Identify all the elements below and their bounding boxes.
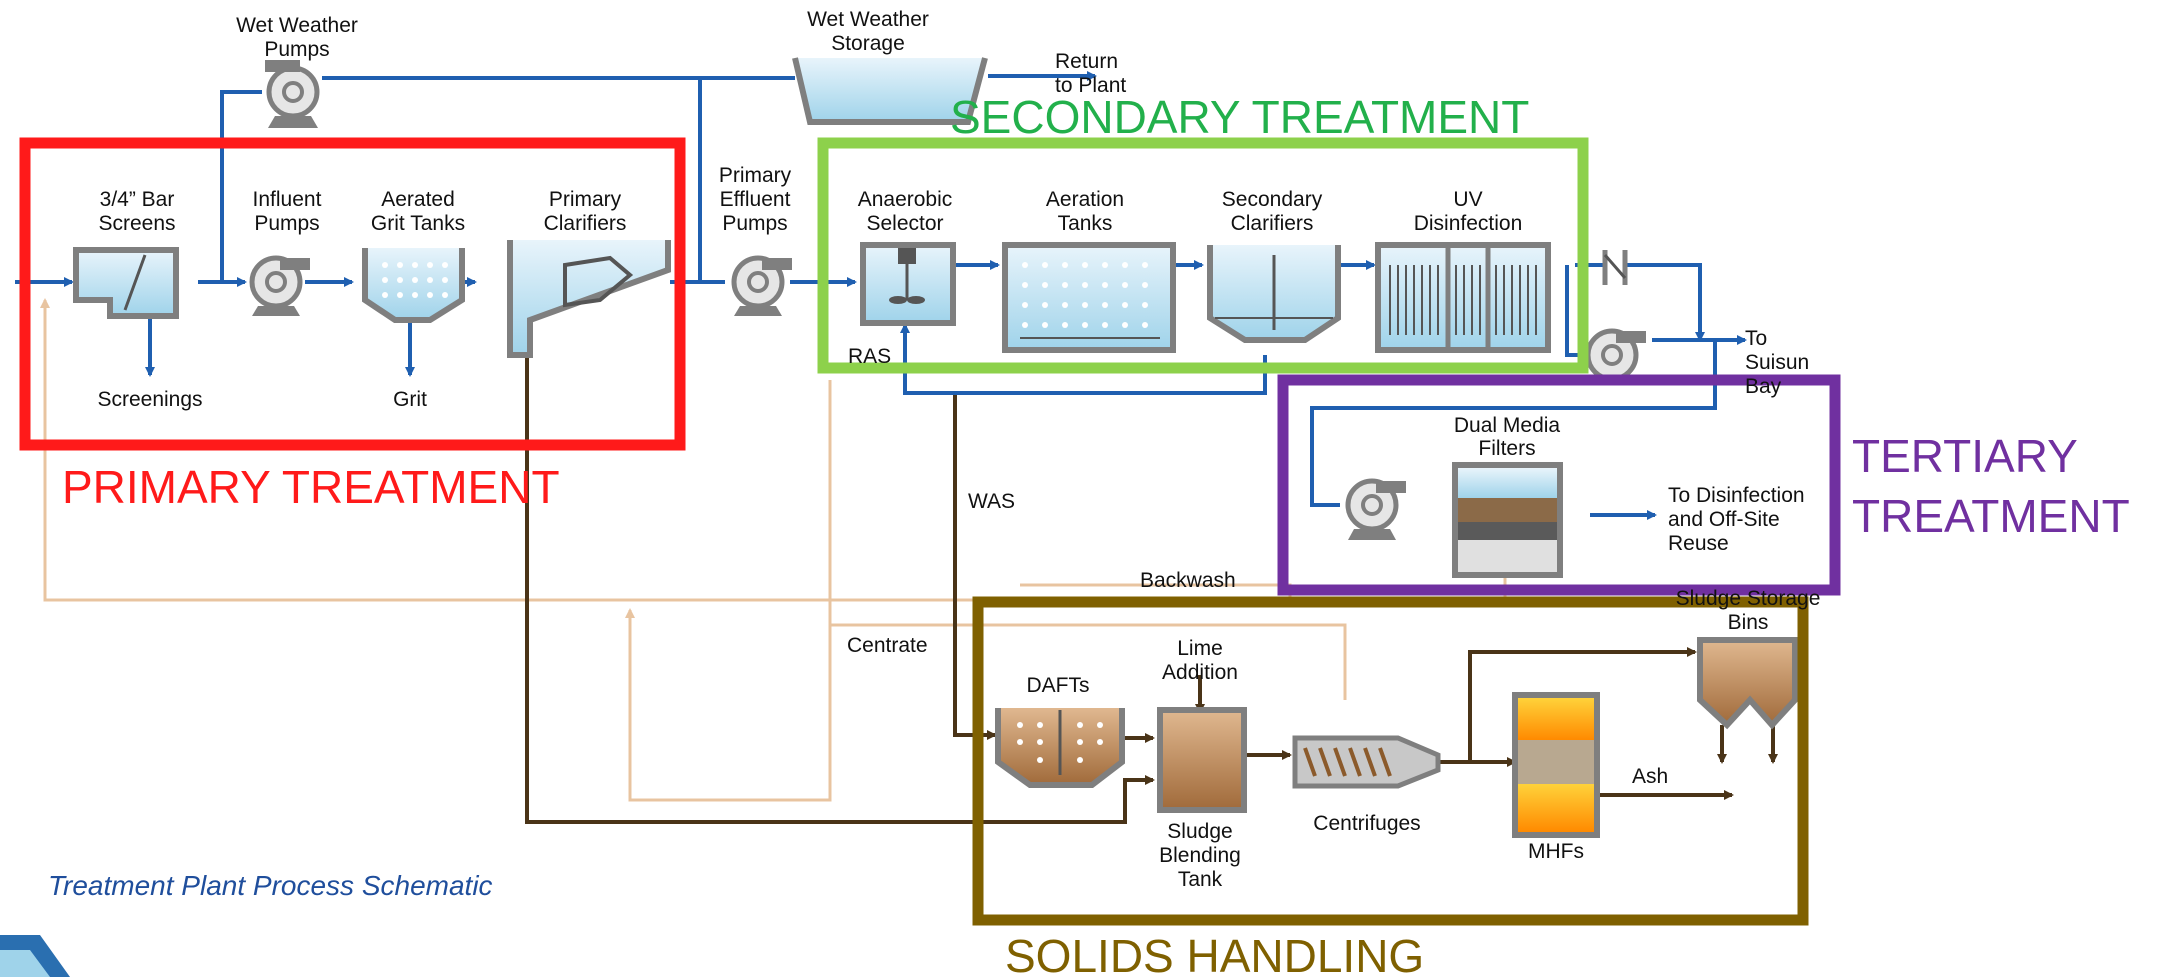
dafts-icon [995, 708, 1125, 788]
primary-effluent-pump-icon [731, 255, 792, 316]
centrate-label: Centrate [847, 634, 928, 657]
tertiary-treatment-heading-line2: TREATMENT [1852, 490, 2130, 542]
mhfs-icon [1512, 692, 1600, 838]
check-valve-icon [1602, 250, 1628, 285]
bar-screens-icon [73, 247, 179, 319]
dual-media-filters-icon [1452, 462, 1563, 578]
backwash-label: Backwash [1140, 569, 1236, 592]
tertiary-treatment-box [1277, 374, 1841, 596]
tertiary-pump-icon [1345, 478, 1406, 540]
centrifuges-label: Centrifuges [1313, 812, 1420, 835]
uv-disinfection-icon [1375, 242, 1551, 353]
sludge-blending-tank-icon [1157, 707, 1247, 813]
sludge-storage-bins-icon [1697, 637, 1798, 730]
solids-handling-box [972, 596, 1809, 926]
anaerobic-selector-icon [860, 242, 956, 326]
solids-handling-heading: SOLIDS HANDLING [1005, 930, 1424, 977]
primary-treatment-heading: PRIMARY TREATMENT [62, 461, 560, 513]
mhfs-label: MHFs [1528, 840, 1584, 863]
diagram-caption: Treatment Plant Process Schematic [48, 870, 493, 901]
wet-weather-pump-icon [265, 60, 320, 128]
effluent-pump-icon [1585, 328, 1646, 382]
aeration-tanks-icon [1002, 242, 1176, 353]
tertiary-treatment-heading-line1: TERTIARY [1852, 430, 2078, 482]
ras-label: RAS [848, 345, 891, 368]
primary-treatment-box [19, 137, 686, 451]
secondary-treatment-box [817, 137, 1589, 374]
corner-decoration [0, 935, 70, 977]
was-label: WAS [968, 490, 1015, 513]
primary-clarifiers-icon [507, 240, 671, 358]
grit-label: Grit [393, 388, 427, 411]
secondary-treatment-heading: SECONDARY TREATMENT [950, 91, 1529, 143]
aerated-grit-tanks-icon [362, 248, 465, 323]
secondary-clarifiers-icon [1207, 245, 1341, 343]
centrifuges-icon [1292, 735, 1441, 789]
wet-weather-storage-icon [792, 57, 988, 125]
ash-label: Ash [1632, 765, 1668, 788]
screenings-label: Screenings [97, 388, 202, 411]
dafts-label: DAFTs [1027, 674, 1090, 697]
influent-pump-icon [249, 255, 310, 316]
